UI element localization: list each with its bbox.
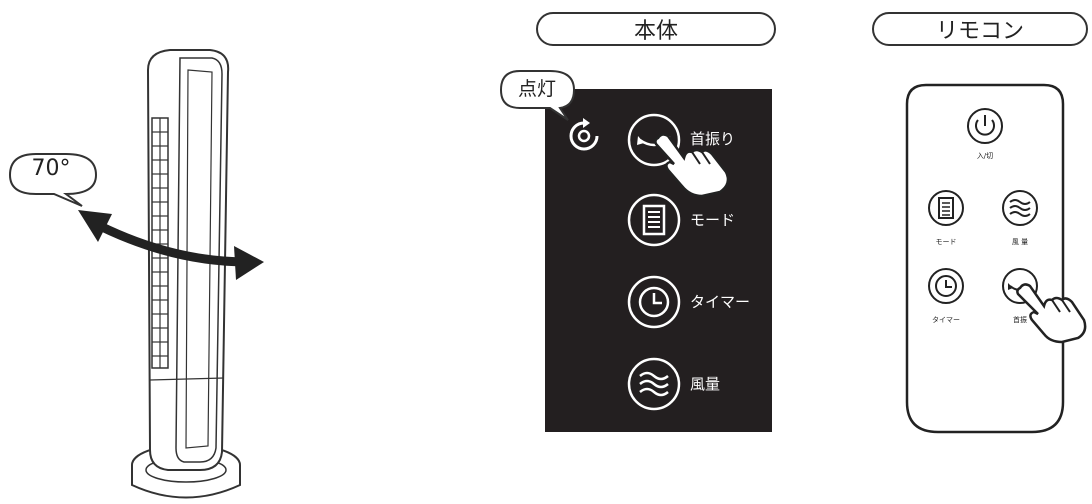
timer-button[interactable] <box>626 274 682 330</box>
wind-label: 風量 <box>690 375 721 393</box>
remote-power-label: 入/切 <box>976 152 994 160</box>
remote-pointing-hand-icon <box>1016 283 1087 344</box>
timer-icon <box>638 286 670 318</box>
light-rotate-icon[interactable] <box>566 118 602 154</box>
body-panel-title: 本体 <box>536 12 776 46</box>
wind-button[interactable] <box>626 356 682 412</box>
remote-wind-button[interactable] <box>1000 188 1040 228</box>
wind-icon <box>639 371 669 397</box>
tower-fan-illustration <box>78 49 264 499</box>
remote-timer-label: タイマー <box>932 316 960 324</box>
mode-button[interactable] <box>626 192 682 248</box>
timer-label: タイマー <box>690 293 751 311</box>
remote-control-body <box>905 83 1065 434</box>
angle-label: 70° <box>31 156 71 181</box>
light-label: 点灯 <box>517 78 556 100</box>
remote-wind-icon <box>1009 199 1031 217</box>
remote-timer-button[interactable] <box>926 266 966 306</box>
light-speech-bubble <box>499 70 576 121</box>
remote-wind-label: 風 量 <box>1011 238 1029 246</box>
remote-power-button[interactable] <box>965 106 1005 146</box>
oscillate-label: 首振り <box>690 130 736 148</box>
angle-speech-bubble <box>8 153 98 207</box>
remote-oscillate-label: 首振 <box>1013 316 1027 324</box>
remote-mode-icon <box>938 197 954 219</box>
mode-icon <box>642 204 666 236</box>
remote-mode-button[interactable] <box>926 188 966 228</box>
remote-title: リモコン <box>872 12 1088 46</box>
oscillation-arrow-icon <box>87 217 253 267</box>
pointing-hand-icon <box>654 133 730 198</box>
power-icon <box>975 119 995 136</box>
remote-timer-icon <box>935 275 957 297</box>
remote-mode-label: モード <box>935 238 957 246</box>
mode-label: モード <box>690 211 736 229</box>
